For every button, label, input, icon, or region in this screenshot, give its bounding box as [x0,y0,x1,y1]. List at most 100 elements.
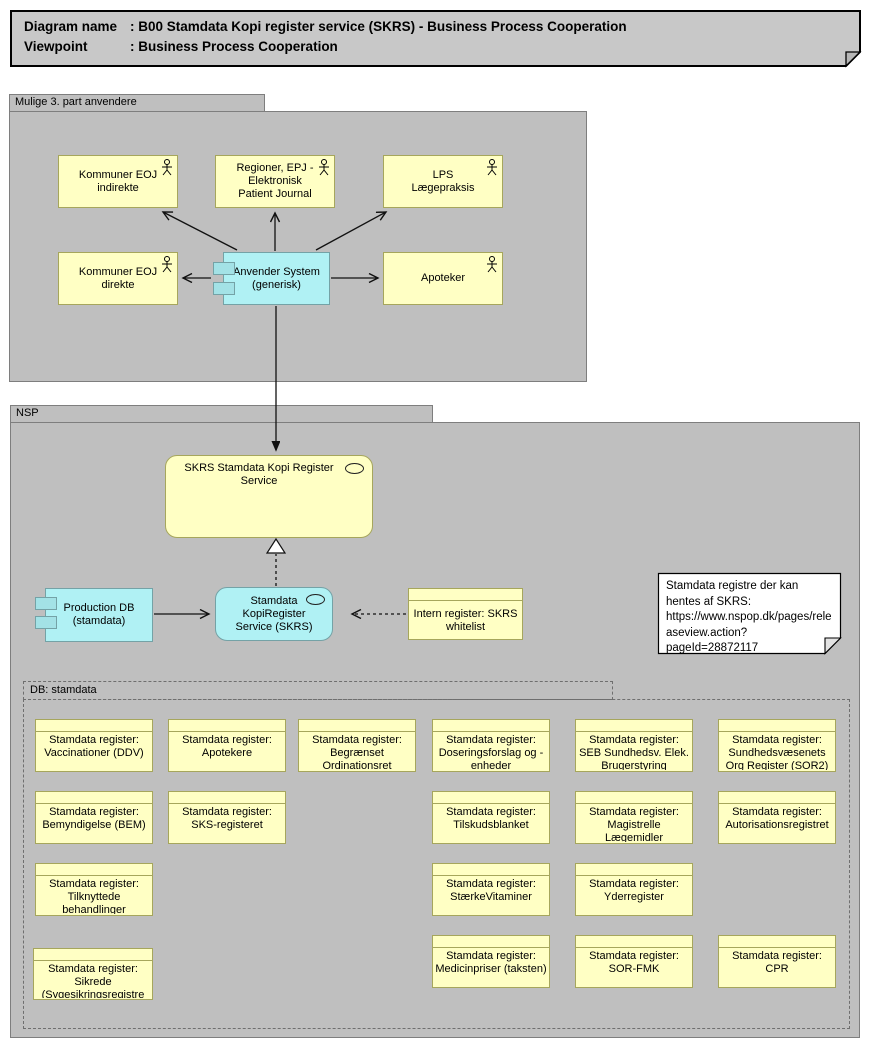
register-label: Stamdata register: Vaccinationer (DDV) [44,734,144,759]
object-band [719,720,835,732]
actor-label: LPS Lægepraksis [411,168,475,194]
register-box-staerkevitaminer: Stamdata register: StærkeVitaminer [432,863,550,916]
object-band [576,936,692,948]
component-label: Anvender System (generisk) [233,265,320,291]
title-value: : B00 Stamdata Kopi register service (SK… [130,19,627,34]
register-label: Stamdata register: SOR-FMK [589,950,679,975]
group-label-third-party: Mulige 3. part anvendere [15,96,137,108]
object-band [36,792,152,804]
object-band [576,864,692,876]
object-band [36,720,152,732]
actor-lps-laegepraksis: LPS Lægepraksis [383,155,503,208]
object-label: Intern register: SKRS whitelist [413,607,518,633]
group-label-nsp: NSP [16,407,39,419]
object-band [169,720,285,732]
register-box-sor2: Stamdata register: Sundhedsvæsenets Org … [718,719,836,772]
viewpoint-value: : Business Process Cooperation [130,39,338,54]
register-box-begraenset-ordinationsret: Stamdata register: Begrænset Ordinations… [298,719,416,772]
url-note-text: Stamdata registre der kan hentes af SKRS… [666,580,832,654]
object-intern-register-whitelist: Intern register: SKRS whitelist [408,588,523,640]
register-label: Stamdata register: StærkeVitaminer [446,878,536,903]
actor-apoteker: Apoteker [383,252,503,305]
component-icon [35,597,57,610]
component-label: Production DB (stamdata) [63,602,135,627]
register-label: Stamdata register: Autorisationsregistre… [725,806,829,831]
object-band [433,792,549,804]
object-band [433,936,549,948]
register-label: Stamdata register: Tilskudsblanket [446,806,536,831]
register-label: Stamdata register: SEB Sundhedsv. Elek. … [579,734,689,770]
title-label: Diagram name [24,19,118,34]
register-label: Stamdata register: Sikrede (Sygesikrings… [41,963,145,998]
actor-icon [318,159,330,180]
register-box-magistrelle-laegemidler: Stamdata register: Magistrelle Lægemidle… [575,791,693,844]
register-label: Stamdata register: Doseringsforslag og -… [438,734,544,770]
object-band [576,720,692,732]
actor-icon [161,159,173,180]
object-band [719,792,835,804]
register-label: Stamdata register: Begrænset Ordinations… [312,734,402,770]
register-label: Stamdata register: Yderregister [589,878,679,903]
register-box-seb-brugerstyring: Stamdata register: SEB Sundhedsv. Elek. … [575,719,693,772]
register-box-sikrede: Stamdata register: Sikrede (Sygesikrings… [33,948,153,1000]
group-tab-third-party: Mulige 3. part anvendere [9,94,265,112]
component-icon [35,616,57,629]
register-label: Stamdata register: Apotekere [182,734,272,759]
viewpoint-label: Viewpoint [24,39,88,54]
actor-label: Kommuner EOJ indirekte [78,168,158,194]
register-label: Stamdata register: Medicinpriser (takste… [435,950,547,975]
register-label: Stamdata register: Sundhedsvæsenets Org … [725,734,829,770]
actor-kommuner-eoj-indirekte: Kommuner EOJ indirekte [58,155,178,208]
register-box-doseringsforslag: Stamdata register: Doseringsforslag og -… [432,719,550,772]
actor-label: Kommuner EOJ direkte [78,265,158,291]
actor-regioner-epj: Regioner, EPJ - Elektronisk Patient Jour… [215,155,335,208]
register-box-apotekere: Stamdata register: Apotekere [168,719,286,772]
register-box-tilknyttede-behandlinger: Stamdata register: Tilknyttede behandlin… [35,863,153,916]
actor-label: Apoteker [420,272,466,284]
actor-label: Regioner, EPJ - Elektronisk Patient Jour… [236,162,314,200]
service-icon [345,463,364,474]
group-tab-db-stamdata: DB: stamdata [23,681,613,700]
register-box-yderregister: Stamdata register: Yderregister [575,863,693,916]
object-band [36,864,152,876]
component-icon [213,282,235,295]
object-band [576,792,692,804]
service-label: Stamdata KopiRegister Service (SKRS) [235,594,313,633]
register-label: Stamdata register: Tilknyttede behandlin… [49,878,139,914]
register-box-medicinpriser: Stamdata register: Medicinpriser (takste… [432,935,550,988]
register-box-tilskudsblanket: Stamdata register: Tilskudsblanket [432,791,550,844]
actor-kommuner-eoj-direkte: Kommuner EOJ direkte [58,252,178,305]
object-band [169,792,285,804]
component-production-db: Production DB (stamdata) [35,588,153,642]
component-anvender-system: Anvender System (generisk) [213,252,330,305]
service-skrs-stamdata-kopi-register: SKRS Stamdata Kopi Register Service [165,455,373,538]
register-box-sks-registeret: Stamdata register: SKS-registeret [168,791,286,844]
register-label: Stamdata register: CPR [732,950,822,975]
title-row-diagram-name: Diagram name : B00 Stamdata Kopi registe… [24,17,627,37]
register-label: Stamdata register: Bemyndigelse (BEM) [42,806,146,831]
register-label: Stamdata register: Magistrelle Lægemidle… [589,806,679,842]
object-band [34,949,152,961]
object-band [719,936,835,948]
register-box-vaccinationer: Stamdata register: Vaccinationer (DDV) [35,719,153,772]
actor-icon [486,159,498,180]
group-body-db-stamdata [23,699,850,1029]
group-label-db-stamdata: DB: stamdata [30,684,97,696]
object-band [433,720,549,732]
group-body-third-party [9,111,587,382]
register-box-bemyndigelse: Stamdata register: Bemyndigelse (BEM) [35,791,153,844]
actor-icon [161,256,173,277]
title-row-viewpoint: Viewpoint : Business Process Cooperation [24,37,627,57]
group-tab-nsp: NSP [10,405,433,423]
object-band [409,589,522,601]
service-stamdata-kopiregister: Stamdata KopiRegister Service (SKRS) [215,587,333,641]
register-box-sor-fmk: Stamdata register: SOR-FMK [575,935,693,988]
service-icon [306,594,325,605]
object-band [299,720,415,732]
title-note-fold-icon [845,51,862,68]
diagram-title-block: Diagram name : B00 Stamdata Kopi registe… [24,17,627,57]
service-label: SKRS Stamdata Kopi Register Service [184,462,334,487]
object-band [433,864,549,876]
component-icon [213,262,235,275]
